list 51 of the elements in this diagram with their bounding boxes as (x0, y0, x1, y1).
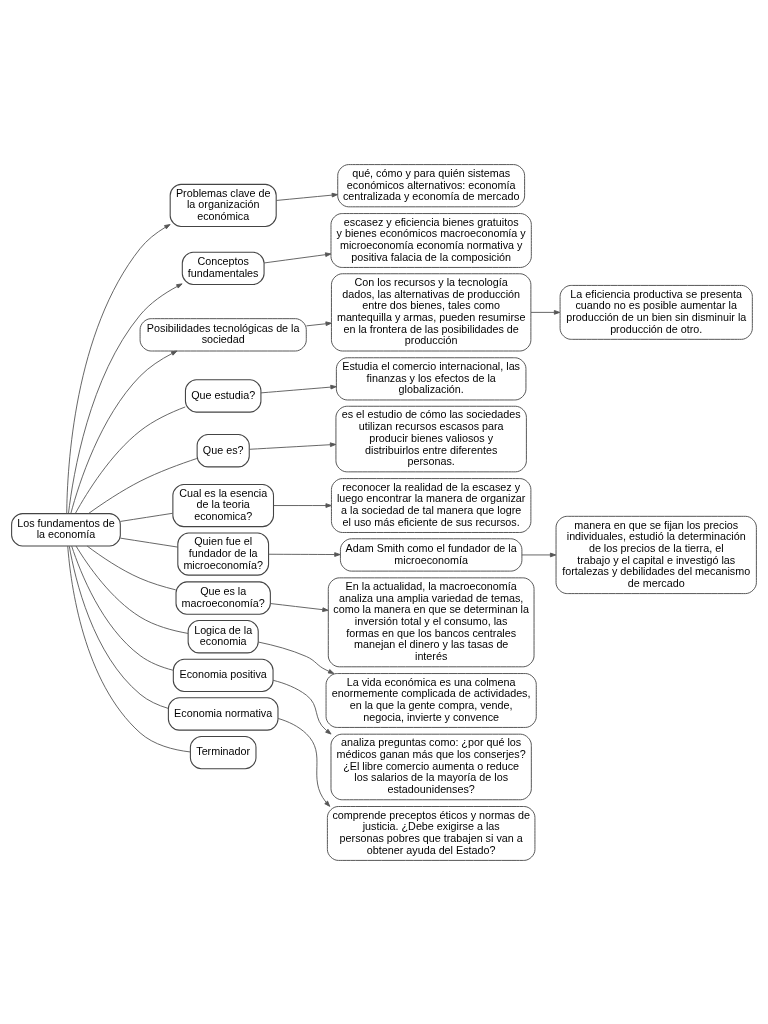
arrow (269, 602, 329, 612)
node-box: Adam Smith como el fundador de la microeconomía (340, 537, 523, 572)
node-box: Los fundamentos de la economía (11, 512, 121, 546)
arrow (273, 502, 332, 508)
connector (68, 545, 169, 709)
node-box: Que es la macroeconomía? (175, 580, 271, 615)
arrow (68, 282, 183, 514)
arrow (263, 251, 332, 263)
connector (67, 545, 191, 752)
node-box: Estudia el comercio internacional, las finanzas y los efectos de la globalización. (335, 356, 527, 400)
node-box: La vida económica es una colmena enormemente complicada de actividades, en la que la gente compra, vende, negocia, invierte y convence (325, 672, 537, 728)
arrow (277, 717, 331, 807)
connector (74, 406, 186, 514)
connector (71, 545, 174, 671)
arrow (70, 350, 178, 514)
node-box: Que es? (196, 433, 250, 467)
connector (86, 545, 177, 590)
connector (88, 457, 198, 514)
arrow (306, 320, 332, 326)
node-box: qué, cómo y para quién sistemas económicos alternativos: economía centralizada y economía de mercado (337, 163, 526, 207)
arrow (248, 441, 337, 450)
node-box: reconocer la realidad de la escasez y luego encontrar la manera de organizar a la sociedad de tal manera que logre el uso más eficiente de sus recursos. (331, 477, 532, 533)
node-box: En la actualidad, la macroeconomía analiza una amplia variedad de temas, como la manera en que se determinan la inversión total y el consumo, las formas en que los bancos centrales manejan el dinero y las tasas de interés (327, 576, 535, 667)
node-box: La eficiencia productiva se presenta cuando no es posible aumentar la producción de un bien sin disminuir la producción de otro. (559, 284, 753, 340)
arrow (521, 552, 557, 557)
node-box: Problemas clave de la organización económica (169, 183, 277, 227)
arrow (66, 223, 171, 514)
node-box: Logica de la economia (187, 619, 259, 653)
arrow (260, 384, 337, 393)
arrow (272, 679, 332, 734)
arrow (530, 309, 561, 315)
arrow (268, 551, 341, 557)
node-box: Conceptos fundamentales (181, 251, 265, 285)
connector (119, 537, 179, 548)
node-box: Quien fue el fundador de la microeconomía? (177, 531, 270, 576)
node-box: Economia normativa (167, 696, 279, 731)
node-box: Que estudia? (184, 378, 262, 413)
node-box: Posibilidades tecnológicas de la sociedad (139, 317, 307, 351)
connector (119, 512, 174, 522)
node-box: manera en que se fijan los precios individuales, estudió la determinación de los precios de la tierra, el trabajo y el capital e investigó las fortalezas y debilidades del mecanismo de mercado (555, 515, 757, 594)
arrow (275, 192, 338, 201)
node-box: Terminador (189, 735, 257, 769)
arrow (258, 641, 335, 674)
node-box: Cual es la esencia de la teoria economica? (172, 483, 275, 527)
node-box: analiza preguntas como: ¿por qué los médicos ganan más que los conserjes? ¿El libre comercio aumenta o reduce los salarios de la mayoría de los estadounidenses? (330, 733, 532, 800)
node-box: comprende preceptos éticos y normas de justicia. ¿Debe exigirse a las personas pobres que trabajen si van a obtener ayuda del Estado? (326, 805, 536, 861)
node-box: Economia positiva (172, 658, 274, 692)
node-box: escasez y eficiencia bienes gratuitos y bienes económicos macroeconomía y microeconomía economía normativa y positiva falacia de la composición (330, 212, 532, 268)
connector (75, 545, 189, 634)
node-box: es el estudio de cómo las sociedades utilizan recursos escasos para producir bienes valiosos y distribuirlos entre diferentes personas. (335, 405, 527, 472)
node-box: Con los recursos y la tecnología dados, las alternativas de producción entre dos bienes, tales como mantequilla y armas, pueden resumirse en la frontera de las posibilidades de producción (331, 272, 532, 351)
